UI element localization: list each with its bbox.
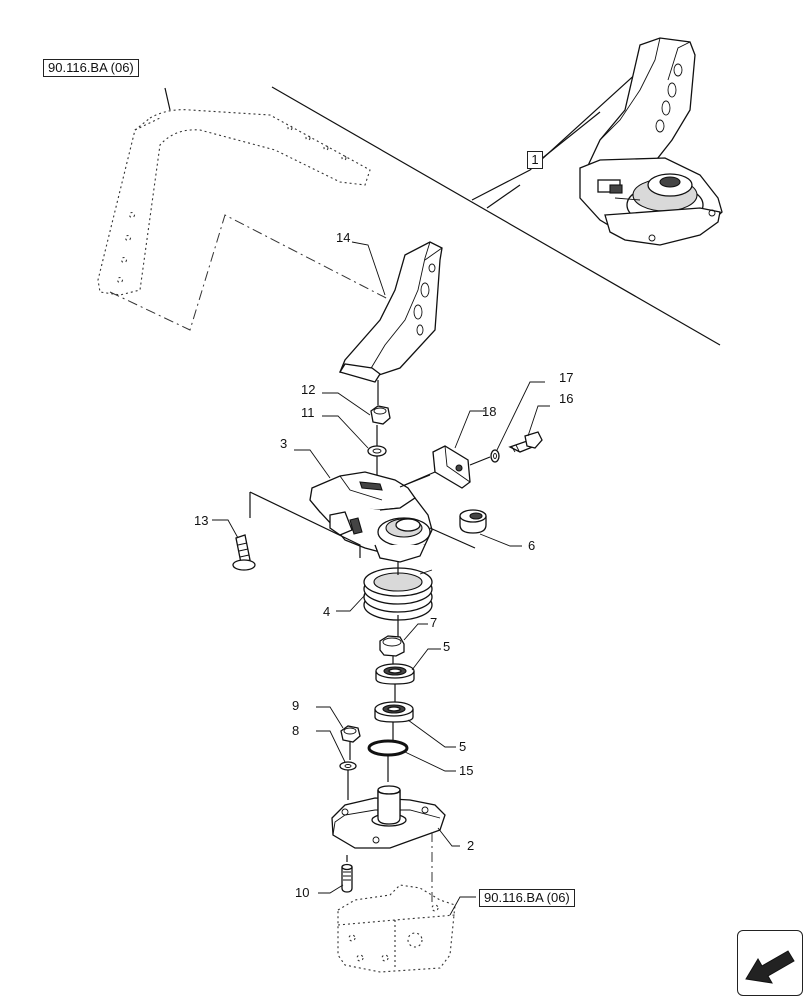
- label-part-4[interactable]: 4: [323, 604, 331, 619]
- reference-bottom[interactable]: 90.116.BA (06): [479, 889, 575, 907]
- part-13-bolt: [232, 491, 361, 571]
- callout-box-1[interactable]: 1: [527, 151, 543, 169]
- label-part-10[interactable]: 10: [295, 885, 310, 900]
- navigation-button[interactable]: [737, 930, 803, 996]
- label-part-13[interactable]: 13: [194, 513, 209, 528]
- label-part-17[interactable]: 17: [559, 370, 574, 385]
- label-part-12[interactable]: 12: [301, 382, 316, 397]
- part-2-base-plate: [331, 785, 446, 849]
- label-part-5-lower[interactable]: 5: [459, 739, 467, 754]
- label-part-9[interactable]: 9: [292, 698, 300, 713]
- part-16-bolt: [508, 431, 543, 453]
- part-5-bearing-upper: [375, 663, 415, 702]
- label-part-3[interactable]: 3: [280, 436, 288, 451]
- part-17-washer: [490, 449, 500, 463]
- inset-frame: [164, 69, 721, 346]
- arrow-down-left-icon: [745, 950, 795, 984]
- part-12-nut: [370, 405, 391, 425]
- part-10-stud: [341, 855, 353, 893]
- leader-lines: [212, 241, 550, 916]
- label-part-5-upper[interactable]: 5: [443, 639, 451, 654]
- phantom-bracket-top: [97, 109, 391, 331]
- label-part-14[interactable]: 14: [336, 230, 351, 245]
- label-part-6[interactable]: 6: [528, 538, 536, 553]
- part-11-washer: [367, 425, 387, 480]
- part-9-nut: [340, 725, 361, 760]
- label-part-7[interactable]: 7: [430, 615, 438, 630]
- part-14-bracket: [338, 241, 443, 405]
- part-8-washer: [339, 761, 357, 800]
- part-3-housing: [309, 471, 433, 563]
- label-part-11[interactable]: 11: [301, 405, 315, 420]
- part-15-oring: [367, 739, 409, 782]
- label-part-8[interactable]: 8: [292, 723, 300, 738]
- label-part-2[interactable]: 2: [467, 838, 475, 853]
- label-part-18[interactable]: 18: [482, 404, 497, 419]
- part-4-spring: [363, 562, 433, 638]
- phantom-block-bottom: [337, 832, 456, 973]
- label-part-15[interactable]: 15: [459, 763, 474, 778]
- part-6-bushing: [399, 474, 487, 549]
- reference-top[interactable]: 90.116.BA (06): [43, 59, 139, 77]
- label-part-16[interactable]: 16: [559, 391, 574, 406]
- part-7-nut: [379, 635, 405, 666]
- part-5-bearing-lower: [374, 701, 414, 740]
- assembled-view: [579, 37, 723, 246]
